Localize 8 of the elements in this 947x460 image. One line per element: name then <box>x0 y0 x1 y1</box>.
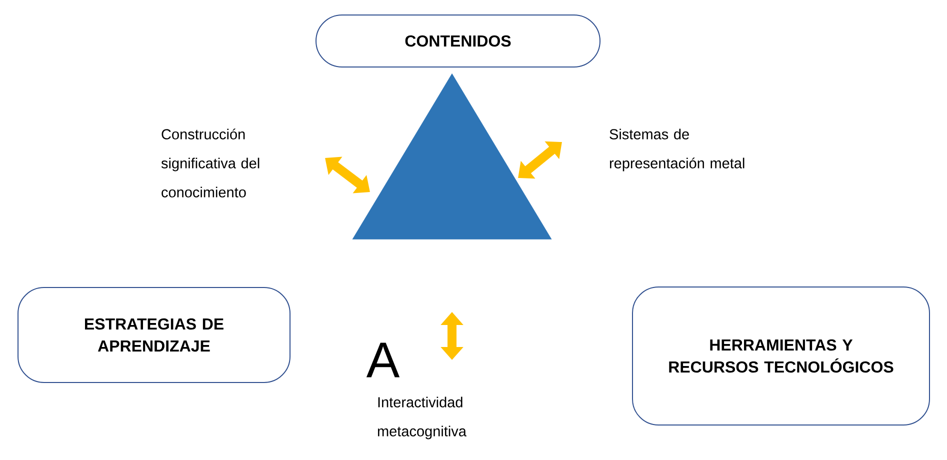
rounded-box: CONTENIDOS <box>316 14 600 68</box>
text-label: Construcción significativa del conocimiento <box>161 128 260 198</box>
rounded-box: ESTRATEGIAS DE APRENDIZAJE <box>18 287 290 383</box>
text-label: Interactividad metacognitiva <box>378 396 466 440</box>
triangle <box>352 73 552 240</box>
rounded-box: HERRAMIENTAS Y RECURSOS TECNOLÓGICOS <box>632 286 930 426</box>
letter: A <box>366 342 400 378</box>
text-label: Sistemas de representación metal <box>610 128 744 172</box>
